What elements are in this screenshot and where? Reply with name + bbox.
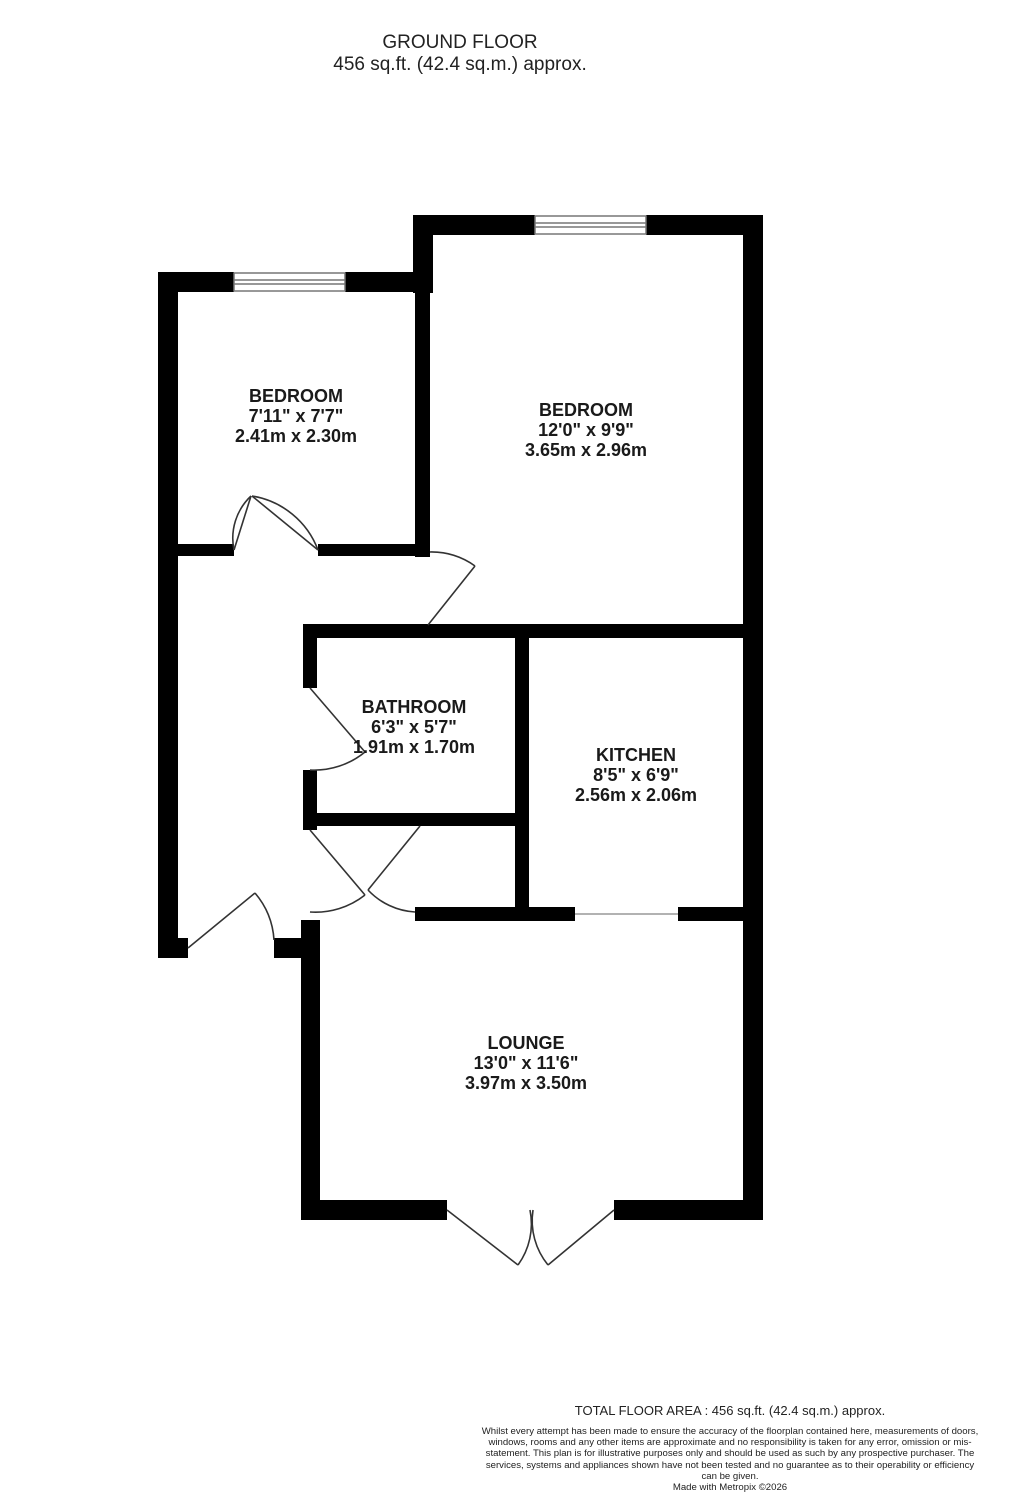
wall [303, 770, 317, 830]
floor-title: GROUND FLOOR [382, 32, 538, 53]
wall [413, 215, 433, 293]
room-dim-imperial: 7'11" x 7'7" [248, 406, 344, 426]
total-floor-area: TOTAL FLOOR AREA : 456 sq.ft. (42.4 sq.m… [574, 1403, 886, 1418]
room-dim-metric: 2.56m x 2.06m [574, 785, 698, 805]
room-dim-metric: 3.97m x 3.50m [464, 1073, 588, 1093]
door-large-bedroom [427, 551, 476, 626]
wall [415, 292, 430, 557]
wall [515, 638, 529, 918]
wall [345, 272, 431, 292]
wall [678, 907, 763, 921]
walls [158, 215, 763, 1220]
room-name: KITCHEN [596, 745, 676, 765]
room-dim-imperial: 8'5" x 6'9" [593, 765, 679, 785]
room-dim-metric: 2.41m x 2.30m [234, 426, 358, 446]
door-entrance [187, 892, 275, 949]
wall [614, 1200, 763, 1220]
room-label-bathroom: BATHROOM 6'3" x 5'7" 1.91m x 1.70m [353, 697, 475, 757]
plan-footer: TOTAL FLOOR AREA : 456 sq.ft. (42.4 sq.m… [480, 1403, 980, 1493]
wall [178, 544, 234, 556]
plan-title-block: GROUND FLOOR 456 sq.ft. (42.4 sq.m.) app… [250, 32, 670, 76]
wall [317, 813, 517, 826]
room-dim-metric: 1.91m x 1.70m [352, 737, 476, 757]
made-with-credit: Made with Metropix ©2026 [672, 1482, 788, 1493]
window-small-bedroom [233, 272, 346, 292]
wall [158, 272, 178, 958]
room-dim-imperial: 12'0" x 9'9" [538, 420, 634, 440]
door-small-bedroom [231, 495, 319, 551]
wall [301, 920, 320, 1220]
doors [187, 495, 615, 1266]
wall [646, 215, 763, 235]
room-label-lounge: LOUNGE 13'0" x 11'6" 3.97m x 3.50m [465, 1033, 587, 1093]
room-dim-imperial: 13'0" x 11'6" [473, 1053, 579, 1073]
door-lounge-hall [309, 829, 366, 913]
wall [158, 938, 188, 958]
room-dim-imperial: 6'3" x 5'7" [371, 717, 457, 737]
window-large-bedroom [534, 215, 647, 235]
wall [303, 624, 763, 638]
room-name: BATHROOM [361, 697, 467, 717]
wall [413, 215, 535, 235]
wall [743, 215, 763, 638]
floor-area: 456 sq.ft. (42.4 sq.m.) approx. [333, 54, 587, 75]
room-dim-metric: 3.65m x 2.96m [524, 440, 648, 460]
room-label-bedroom-large: BEDROOM 12'0" x 9'9" 3.65m x 2.96m [525, 400, 647, 460]
door-bathroom [309, 687, 366, 771]
wall [318, 544, 430, 556]
room-label-bedroom-small: BEDROOM 7'11" x 7'7" 2.41m x 2.30m [235, 386, 357, 446]
room-name: LOUNGE [487, 1033, 565, 1053]
wall [415, 907, 575, 921]
wall [301, 1200, 447, 1220]
windows [233, 215, 678, 915]
wall [303, 624, 317, 688]
room-name: BEDROOM [249, 386, 343, 406]
wall [743, 624, 763, 1220]
disclaimer-text: Whilst every attempt has been made to en… [481, 1426, 979, 1482]
room-label-kitchen: KITCHEN 8'5" x 6'9" 2.56m x 2.06m [575, 745, 697, 805]
room-name: BEDROOM [539, 400, 633, 420]
door-inner-hall [367, 825, 421, 913]
door-lounge-french [446, 1209, 615, 1266]
